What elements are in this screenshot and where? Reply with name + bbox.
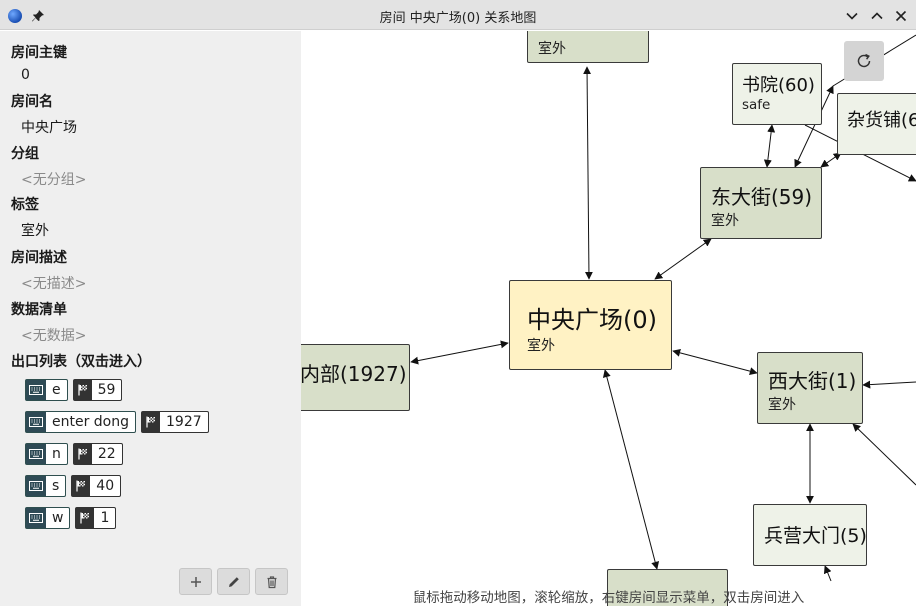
data-list-value: <无数据> (21, 328, 87, 344)
room-node-shuyuan[interactable]: 书院(60) safe (732, 63, 822, 125)
close-button[interactable] (894, 8, 908, 22)
exit-command-chip[interactable]: w (25, 507, 71, 529)
exit-target: 40 (96, 478, 115, 494)
tag-label: 标签 (11, 197, 39, 213)
flag-icon (72, 476, 91, 496)
app-globe-icon (8, 9, 22, 23)
minimize-button[interactable] (845, 8, 859, 22)
link-center-north (583, 66, 593, 280)
room-node-center-current[interactable]: 中央广场(0) 室外 (509, 280, 672, 370)
group-label: 分组 (11, 146, 39, 162)
exit-command: enter dong (52, 414, 130, 430)
plus-icon (190, 576, 201, 587)
room-key-label: 房间主键 (11, 45, 67, 61)
link-center-xidajie (672, 348, 758, 376)
exit-list-label: 出口列表（双击进入） (11, 354, 151, 370)
link-center-west (410, 340, 509, 365)
exit-target-chip[interactable]: 40 (71, 475, 122, 497)
pin-icon[interactable] (31, 8, 45, 22)
tag-value: 室外 (21, 223, 49, 239)
room-node-bingying[interactable]: 兵营大门(5) (753, 504, 867, 566)
description-label: 房间描述 (11, 250, 67, 266)
keyboard-icon (26, 508, 46, 528)
room-node-dongdajie[interactable]: 东大街(59) 室外 (700, 167, 822, 239)
maximize-button[interactable] (870, 8, 884, 22)
exit-target: 1 (100, 510, 110, 526)
room-node-north[interactable]: 室外 (527, 31, 649, 63)
room-node-south[interactable] (607, 569, 728, 606)
exit-row[interactable]: w 1 (25, 507, 117, 529)
data-list-label: 数据清单 (11, 302, 67, 318)
exit-row[interactable]: n 22 (25, 443, 123, 465)
room-name-value: 中央广场 (21, 120, 77, 136)
add-exit-button[interactable] (179, 568, 212, 595)
room-node-zahuopu[interactable]: 杂货铺(6 (837, 93, 916, 155)
exit-target-chip[interactable]: 1927 (141, 411, 209, 433)
link-center-east (654, 238, 712, 280)
flag-icon (73, 444, 92, 464)
exit-command: e (52, 382, 61, 398)
map-usage-hint: 鼠标拖动移动地图，滚轮缩放，右键房间显示菜单，双击房间进入 (412, 590, 805, 606)
delete-exit-button[interactable] (255, 568, 288, 595)
keyboard-icon (26, 476, 46, 496)
refresh-icon (857, 53, 871, 68)
exit-row[interactable]: enter dong 1927 (25, 411, 209, 433)
exit-command-chip[interactable]: n (25, 443, 68, 465)
trash-icon (267, 575, 276, 588)
close-icon (895, 10, 907, 22)
room-key-value: 0 (21, 67, 30, 83)
exit-command: n (52, 446, 61, 462)
link-east-shuyuan-ne (794, 85, 834, 168)
group-value: <无分组> (21, 172, 87, 188)
exit-target-chip[interactable]: 1 (75, 507, 117, 529)
exit-command-chip[interactable]: e (25, 379, 68, 401)
title-bar: 房间 中央广场(0) 关系地图 (0, 0, 916, 30)
exit-command-chip[interactable]: s (25, 475, 67, 497)
flag-icon (73, 380, 92, 400)
link-east-zahuopu (820, 152, 842, 168)
exit-command: s (52, 478, 60, 494)
edit-exit-button[interactable] (217, 568, 250, 595)
chevron-down-icon (846, 12, 858, 20)
room-node-neibu[interactable]: 内部(1927) (301, 344, 410, 411)
link-center-south (602, 369, 660, 570)
link-east-shuyuan (763, 124, 776, 168)
keyboard-icon (26, 444, 46, 464)
link-xidajie-east (862, 380, 916, 389)
exit-target: 59 (97, 382, 116, 398)
window-title: 房间 中央广场(0) 关系地图 (379, 11, 537, 26)
exit-command-chip[interactable]: enter dong (25, 411, 137, 433)
exit-target-chip[interactable]: 22 (72, 443, 123, 465)
pencil-icon (228, 576, 239, 587)
description-value: <无描述> (21, 276, 87, 292)
flag-icon (142, 412, 161, 432)
flag-icon (76, 508, 95, 528)
exit-row[interactable]: s 40 (25, 475, 122, 497)
room-info-sidebar: 房间主键 0 房间名 中央广场 分组 <无分组> 标签 室外 房间描述 <无描述… (0, 31, 301, 606)
refresh-button[interactable] (844, 41, 884, 81)
exit-target: 22 (97, 446, 116, 462)
chevron-up-icon (871, 12, 883, 20)
exit-target: 1927 (166, 414, 202, 430)
link-bingying-south (823, 565, 832, 582)
exit-row[interactable]: e 59 (25, 379, 123, 401)
room-name-label: 房间名 (11, 94, 53, 110)
link-xidajie-se (852, 423, 916, 486)
room-node-xidajie[interactable]: 西大街(1) 室外 (757, 352, 863, 424)
exit-target-chip[interactable]: 59 (72, 379, 123, 401)
keyboard-icon (26, 380, 46, 400)
exit-command: w (52, 510, 64, 526)
keyboard-icon (26, 412, 46, 432)
relationship-map[interactable]: 室外 书院(60) safe 杂货铺(6 东大街(59) 室外 中央广场(0) … (301, 31, 916, 606)
